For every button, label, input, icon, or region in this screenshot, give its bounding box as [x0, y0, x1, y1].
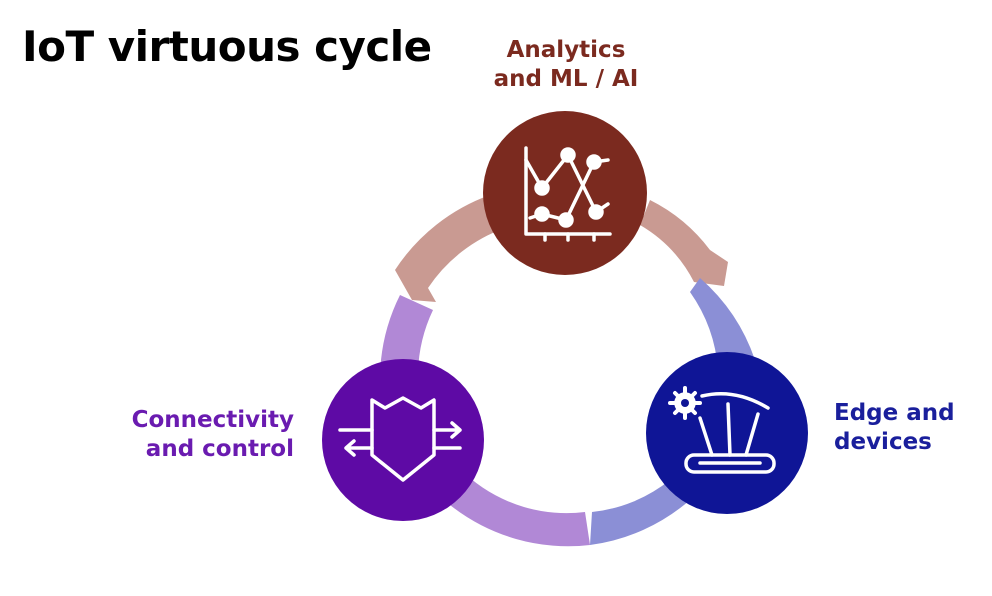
analytics-label-line2: and ML / AI [493, 66, 639, 92]
arrow-analytics-to-edge [640, 200, 728, 286]
arrow-edge-start [690, 278, 755, 370]
connectivity-node [322, 359, 484, 521]
edge-node [646, 352, 808, 514]
arrow-edge-to-connectivity [590, 480, 690, 545]
page-title: IoT virtuous cycle [22, 22, 432, 71]
edge-label-line2: devices [834, 429, 932, 455]
edge-label: Edge and devices [834, 399, 955, 457]
shield-arrows-icon [338, 396, 462, 482]
analytics-label-line1: Analytics [506, 37, 626, 63]
analytics-label: Analytics and ML / AI [466, 36, 666, 94]
connectivity-label-line1: Connectivity [131, 407, 294, 433]
connectivity-label: Connectivity and control [90, 406, 294, 464]
edge-label-line1: Edge and [834, 400, 955, 426]
line-chart-icon [524, 146, 612, 242]
arrow-connectivity-tail [450, 478, 590, 547]
arrow-analytics-tail [395, 195, 505, 302]
gear-gauge-device-icon [668, 386, 776, 474]
arrow-connectivity-to-analytics [379, 295, 433, 380]
connectivity-label-line2: and control [145, 436, 294, 462]
analytics-node [483, 111, 647, 275]
